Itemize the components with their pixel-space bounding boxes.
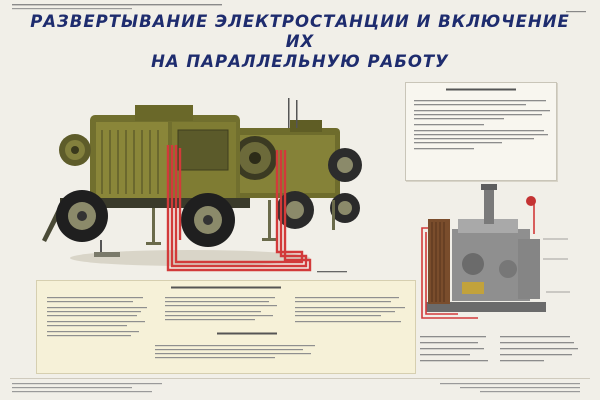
note-box-heading <box>406 87 556 94</box>
poster-title: РАЗВЕРТЫВАНИЕ ЭЛЕКТРОСТАНЦИИ И ВКЛЮЧЕНИЕ… <box>20 12 580 72</box>
engine-generator-cutaway-illustration <box>421 184 570 319</box>
trailer-rear <box>230 98 362 241</box>
trailer-front <box>42 105 250 257</box>
callout-label <box>315 270 349 275</box>
panel-heading <box>37 285 415 292</box>
print-credits <box>10 378 590 393</box>
instructions-note-box <box>405 82 557 181</box>
callout-label-line <box>317 271 347 273</box>
title-line-1: РАЗВЕРТЫВАНИЕ ЭЛЕКТРОСТАНЦИИ И ВКЛЮЧЕНИЕ… <box>30 12 570 51</box>
interconnect-cables <box>166 145 312 272</box>
corner-tag-line <box>566 11 586 13</box>
top-caption <box>12 3 272 12</box>
safety-instructions-panel <box>36 280 416 374</box>
panel-subheading-line <box>217 332 277 335</box>
title-line-2: НА ПАРАЛЛЕЛЬНУЮ РАБОТУ <box>151 52 449 71</box>
top-caption-lines <box>12 4 222 10</box>
note-box-heading-line <box>446 88 516 91</box>
corner-tag <box>566 10 586 15</box>
note-box-text-lines <box>414 100 550 150</box>
panel-subheading <box>187 331 307 338</box>
panel-text-lines <box>47 297 405 359</box>
power-station-trailers-illustration <box>42 98 362 272</box>
panel-heading-line <box>171 286 281 289</box>
engine-legend <box>420 336 578 362</box>
